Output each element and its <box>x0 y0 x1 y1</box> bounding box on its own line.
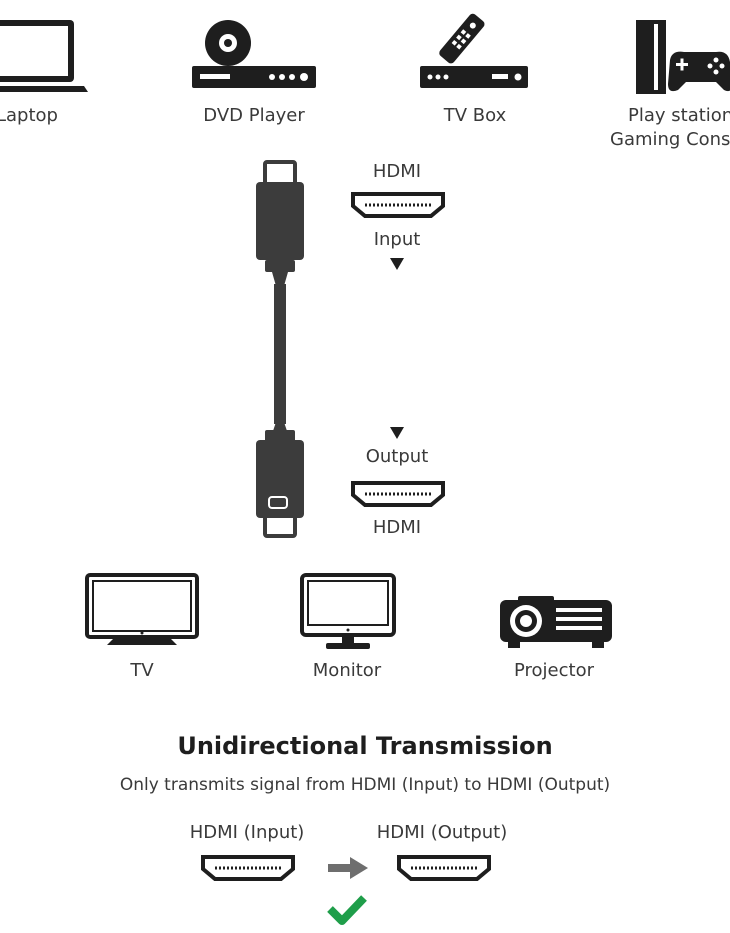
display-label-projector: Projector <box>514 660 594 681</box>
source-label-gaming-console-line2: Gaming Cons <box>610 129 730 150</box>
source-label-dvd-player: DVD Player <box>203 105 305 126</box>
source-label-tv-box: TV Box <box>443 105 507 126</box>
hdmi-cable <box>256 160 304 538</box>
laptop-icon <box>0 20 88 92</box>
down-arrow-icon <box>390 258 404 270</box>
hdmi-output-port-icon <box>397 855 491 881</box>
display-label-monitor: Monitor <box>312 660 382 681</box>
from-port-label: HDMI (Input) <box>189 822 305 843</box>
game-console-icon <box>636 20 730 94</box>
projector-icon <box>500 596 612 648</box>
hdmi-input-port-icon <box>351 192 445 218</box>
source-label-gaming-console-line1: Play station <box>628 105 730 126</box>
right-arrow-icon <box>328 857 368 879</box>
dvd-player-icon <box>192 20 316 88</box>
down-arrow-icon <box>390 427 404 439</box>
display-label-tv: TV <box>130 660 154 681</box>
hdmi-output-port-icon <box>351 481 445 507</box>
checkmark-icon <box>327 895 367 925</box>
input-port-label: HDMI <box>372 161 422 182</box>
output-port-label: HDMI <box>372 517 422 538</box>
input-label: Input <box>373 229 421 250</box>
to-port-label: HDMI (Output) <box>376 822 508 843</box>
transmission-subtitle: Only transmits signal from HDMI (Input) … <box>119 775 611 795</box>
tv-icon <box>85 573 199 645</box>
transmission-title: Unidirectional Transmission <box>177 732 553 760</box>
monitor-icon <box>300 573 396 649</box>
source-label-laptop: Laptop <box>0 105 58 126</box>
output-label: Output <box>365 446 429 467</box>
hdmi-input-port-icon <box>201 855 295 881</box>
tv-box-icon <box>420 13 528 88</box>
